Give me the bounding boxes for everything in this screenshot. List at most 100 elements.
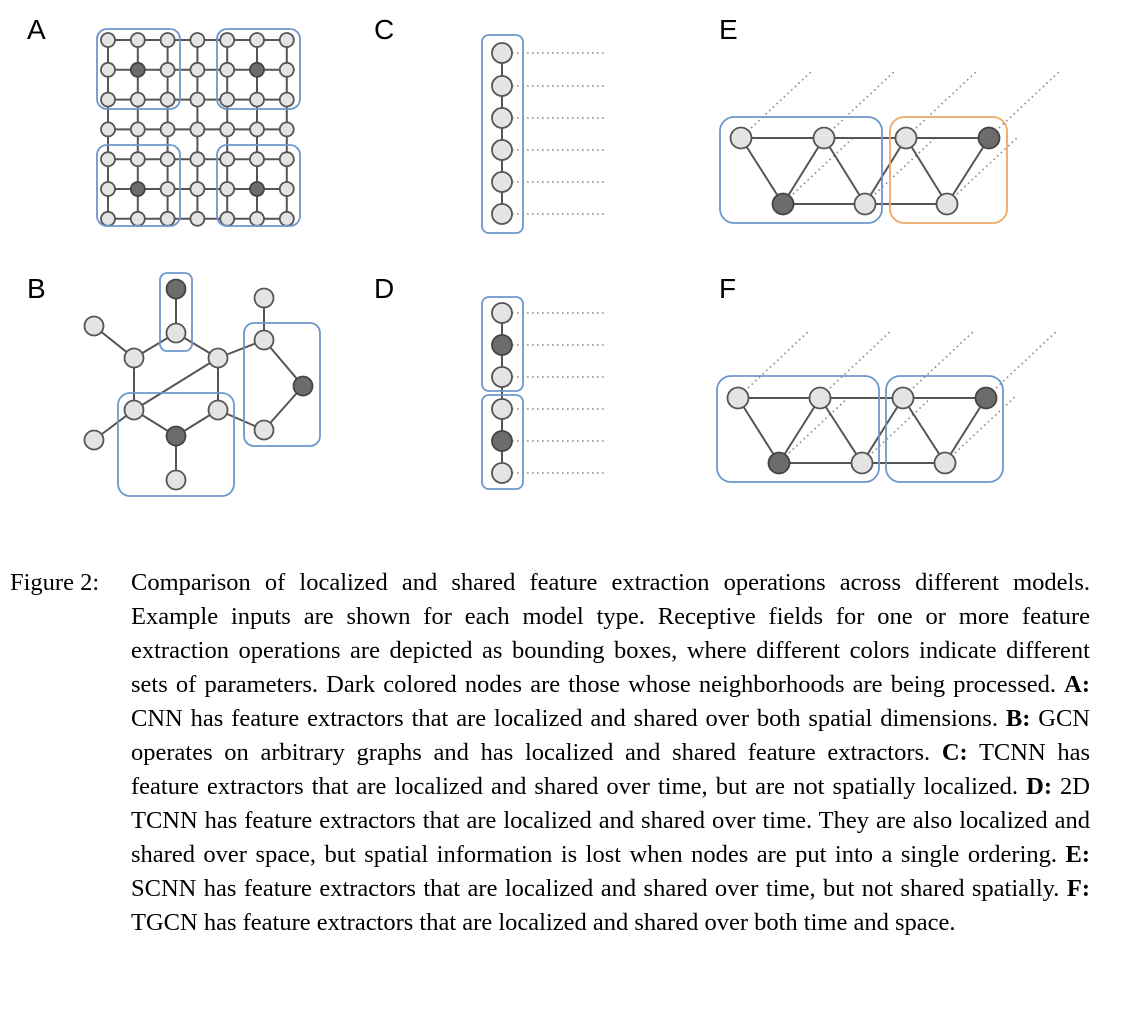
graph-node [219, 61, 236, 78]
graph-node [249, 210, 265, 227]
caption-panel-ref: B: [1005, 705, 1031, 732]
graph-node [812, 126, 836, 150]
graph-node [853, 192, 877, 216]
receptive-field-box [216, 144, 301, 227]
graph-node [189, 91, 206, 108]
graph-edge [737, 397, 780, 464]
graph-node [278, 91, 295, 108]
panel-label-a: A [27, 14, 46, 45]
dark-node [129, 181, 146, 197]
time-trail [995, 329, 1059, 389]
graph-edge [819, 397, 863, 464]
graph-node [207, 347, 229, 369]
caption-sentence: SCNN has feature extractors that are loc… [131, 875, 1067, 902]
caption-sentence: TGCN has feature extractors that are loc… [131, 909, 956, 936]
panel-a-grid [96, 28, 301, 227]
graph-node [159, 151, 176, 168]
graph-edge [946, 137, 990, 205]
caption-label: Figure 2: [10, 569, 100, 596]
graph-node [159, 121, 176, 138]
receptive-field-box [481, 296, 524, 392]
time-trail [792, 135, 856, 195]
graph-node [100, 210, 116, 227]
caption-sentence: TCNN has feature extractors that are loc… [131, 739, 1090, 800]
dark-node [165, 425, 187, 447]
panel-d-sequence [481, 296, 606, 490]
graph-node [249, 121, 265, 138]
graph-node [933, 451, 957, 475]
caption-sentence: Comparison of localized and shared featu… [131, 569, 1090, 698]
dark-node [977, 126, 1001, 150]
receptive-field-box [117, 392, 235, 497]
graph-node [491, 139, 513, 161]
caption-panel-ref: F: [1066, 875, 1090, 902]
graph-node [491, 302, 513, 324]
panel-f-temporal-graph [716, 329, 1059, 483]
figure-graphic: A C E B D F [27, 14, 1062, 497]
graph-node [278, 181, 295, 197]
graph-node [249, 151, 265, 168]
dark-node [129, 61, 146, 78]
receptive-field-box [216, 28, 301, 110]
graph-node [207, 399, 229, 421]
graph-edge [778, 397, 821, 464]
graph-edge [861, 397, 904, 464]
graph-node [189, 32, 206, 48]
graph-node [219, 181, 236, 197]
graph-node [249, 32, 265, 48]
graph-node [491, 462, 513, 484]
graph-node [123, 347, 145, 369]
graph-node [100, 61, 116, 78]
panel-label-c: C [374, 14, 394, 45]
dark-node [292, 375, 314, 397]
receptive-field-box [159, 272, 193, 352]
graph-edge [902, 397, 946, 464]
panel-label-f: F [719, 273, 736, 304]
graph-node [100, 91, 116, 108]
receptive-field-box [716, 375, 880, 483]
graph-node [491, 203, 513, 225]
time-trail [829, 329, 893, 389]
panel-label-b: B [27, 273, 46, 304]
time-trail [833, 69, 897, 129]
time-trail [747, 329, 811, 389]
dark-node [771, 192, 795, 216]
panel-label-d: D [374, 273, 394, 304]
graph-node [123, 399, 145, 421]
caption-sentence: 2D TCNN has feature extractors that are … [131, 773, 1090, 868]
caption-sentence: CNN has feature extractors that are loca… [131, 705, 1006, 732]
graph-node [189, 61, 206, 78]
figure-caption: Figure 2: Comparison of localized and sh… [10, 566, 1090, 940]
panel-b-graph [83, 272, 321, 497]
caption-panel-ref: D: [1026, 773, 1052, 800]
graph-node [808, 386, 832, 410]
graph-node [129, 210, 146, 227]
graph-node [100, 181, 116, 197]
receptive-field-box [885, 375, 1004, 483]
graph-node [253, 287, 275, 309]
graph-node [129, 91, 146, 108]
graph-node [129, 151, 146, 168]
caption-panel-ref: C: [941, 739, 968, 766]
graph-node [219, 151, 236, 168]
graph-node [253, 329, 275, 351]
graph-node [894, 126, 918, 150]
receptive-field-box [243, 322, 321, 447]
graph-node [165, 469, 187, 491]
graph-node [189, 151, 206, 168]
time-trail [750, 69, 814, 129]
graph-edge [782, 137, 825, 205]
time-trail [912, 329, 976, 389]
time-trail [998, 69, 1062, 129]
receptive-field-box [481, 394, 524, 490]
graph-node [278, 151, 295, 168]
panel-e-temporal-graph [719, 69, 1062, 224]
dark-node [249, 181, 265, 197]
graph-node [491, 171, 513, 193]
graph-edge [905, 137, 948, 205]
panel-c-sequence [481, 34, 606, 234]
graph-node [159, 32, 176, 48]
graph-node [491, 366, 513, 388]
graph-node [278, 32, 295, 48]
graph-node [100, 121, 116, 138]
